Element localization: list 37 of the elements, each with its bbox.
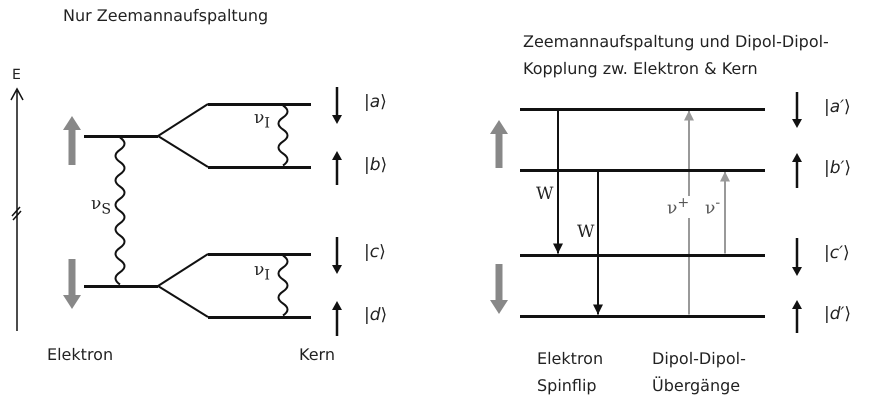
state-label: |a⟩ (364, 92, 387, 112)
energy-level-line (84, 134, 158, 138)
energy-level-line (520, 168, 765, 172)
transition-arrow (684, 110, 694, 314)
state-label: |d⟩ (364, 305, 388, 325)
energy-level-line (208, 166, 311, 168)
heading: Nur Zeemannaufspaltung (63, 6, 268, 26)
energy-level-line (520, 254, 765, 256)
transition-arrow (720, 172, 730, 254)
transition-arrow (593, 172, 603, 314)
transition-arrow (553, 110, 563, 254)
state-label: |b⟩ (364, 155, 388, 175)
energy-level-line (208, 316, 311, 318)
heading: Zeemannaufspaltung und Dipol-Dipol-Kopplung zw. Elektron & Kern (523, 31, 830, 80)
state-label: |c′⟩ (824, 243, 850, 263)
energy-level-line (208, 102, 311, 106)
energy-level-line (520, 314, 765, 318)
splitting-line (157, 135, 209, 168)
axis-label: E (12, 67, 21, 84)
splitting-line (157, 253, 209, 287)
column-label: Elektron Spinflip (537, 348, 604, 398)
splitting-line (157, 285, 209, 318)
wavy-line (114, 136, 126, 286)
energy-level-line (520, 108, 765, 110)
energy-level-line (208, 252, 311, 256)
edge-label: ν$^{+}$ (666, 196, 690, 218)
splitting-line (157, 103, 209, 137)
energy-level-line (84, 284, 158, 288)
column-label: Dipol-Dipol-Übergänge (652, 348, 747, 398)
state-label: |d′⟩ (824, 304, 852, 324)
wavy-line (278, 254, 288, 316)
column-label: Kern (299, 345, 335, 365)
wavy-line (278, 104, 288, 166)
column-label: Elektron (47, 345, 114, 365)
state-label: |a′⟩ (824, 97, 851, 117)
state-label: |b′⟩ (824, 158, 852, 178)
state-label: |c⟩ (364, 242, 386, 262)
